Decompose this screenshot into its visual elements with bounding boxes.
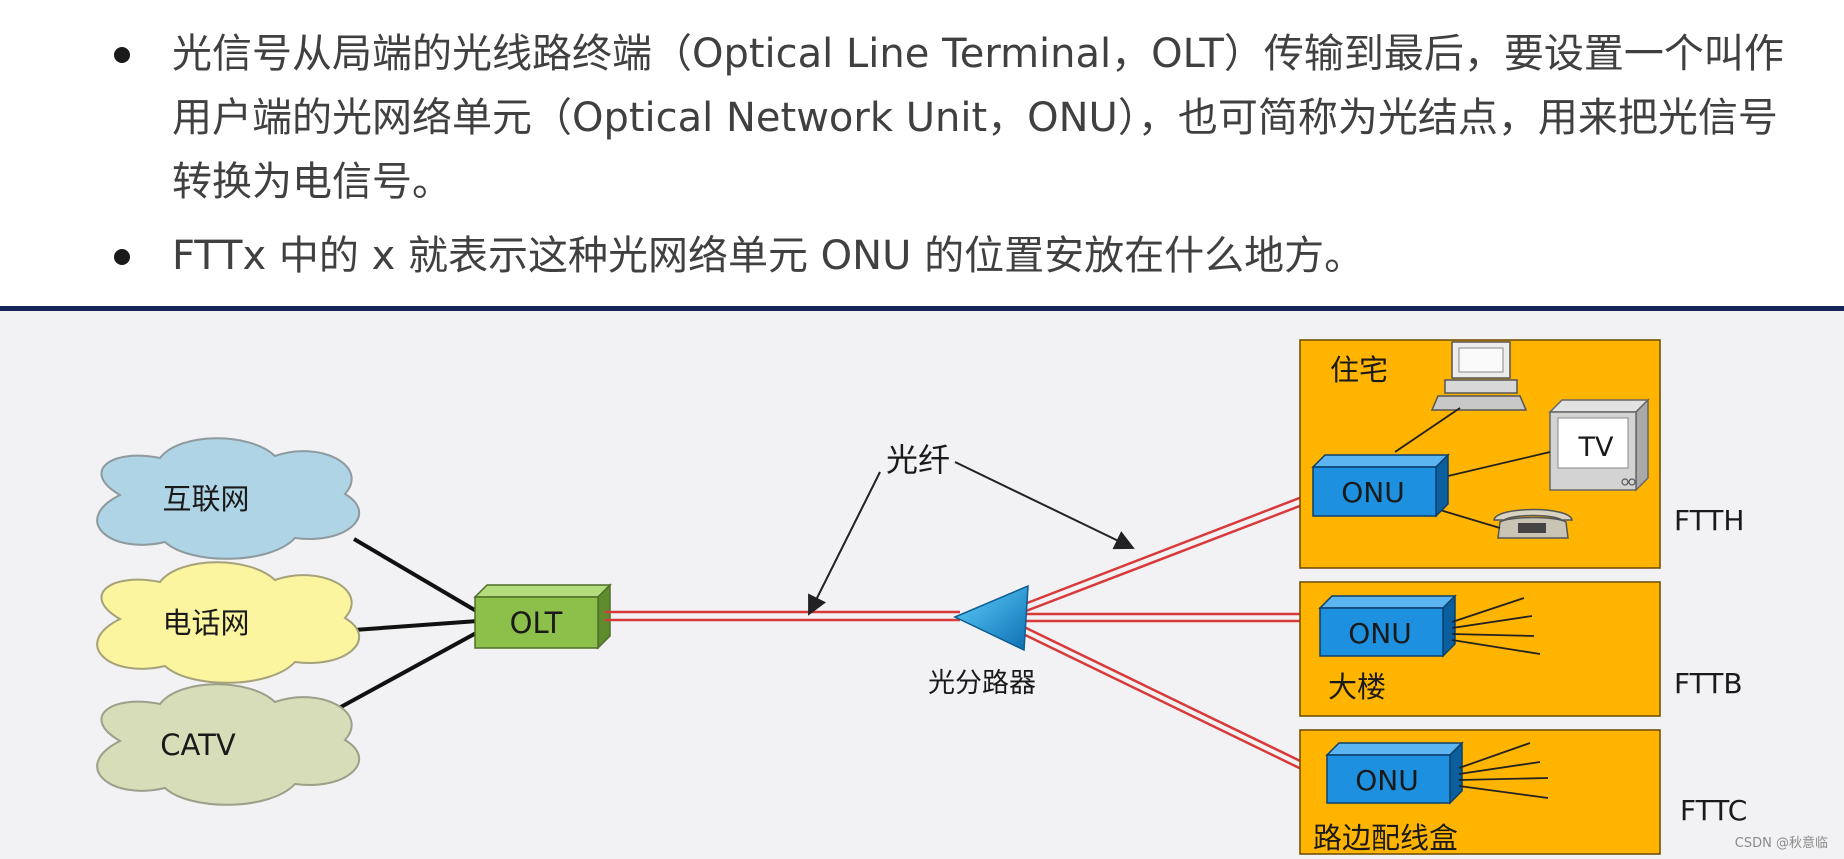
premise-fttb-name: 大楼 — [1328, 670, 1386, 704]
type-fttc: FTTC — [1680, 794, 1747, 827]
bullet-olt-onu: 光信号从局端的光线路终端（Optical Line Terminal，OLT）传… — [110, 22, 1790, 214]
link-onu-telephone — [1439, 509, 1501, 529]
computer-icon — [1430, 341, 1528, 411]
link-internet-olt — [352, 537, 480, 614]
fiber-label: 光纤 — [886, 441, 950, 479]
fttb-drop-lines — [1451, 597, 1541, 655]
cloud-catv-label: CATV — [160, 728, 236, 762]
bullet-fttx: FTTx 中的 x 就表示这种光网络单元 ONU 的位置安放在什么地方。 — [110, 224, 1790, 288]
splitter-label: 光分路器 — [928, 668, 1036, 699]
divider-rule — [0, 306, 1844, 311]
telephone-icon — [1493, 508, 1573, 539]
fttc-drop-lines — [1458, 742, 1549, 799]
bullet-list: 光信号从局端的光线路终端（Optical Line Terminal，OLT）传… — [110, 22, 1790, 288]
link-phone-olt — [353, 619, 479, 632]
fiber-arrow-left — [808, 471, 881, 616]
premise-ftth: 住宅 TV — [1299, 339, 1661, 569]
fiber-arrow-right — [954, 461, 1135, 550]
splitter-icon — [953, 584, 1029, 652]
fiber-fttb — [1025, 612, 1320, 623]
link-onu-computer — [1394, 407, 1461, 453]
cloud-catv: CATV — [96, 683, 360, 806]
fiber-fttc — [1018, 624, 1326, 781]
tv-icon: TV — [1548, 398, 1650, 492]
fiber-trunk — [605, 610, 960, 622]
onu-fttc-label: ONU — [1355, 764, 1418, 797]
cloud-internet-label: 互联网 — [162, 482, 249, 516]
onu-ftth-label: ONU — [1341, 476, 1404, 509]
premise-fttc-name: 路边配线盒 — [1313, 821, 1458, 855]
fttx-diagram: 互联网 电话网 CATV OLT 光分路器 光纤 住宅 — [0, 311, 1844, 859]
slide-text-area: 光信号从局端的光线路终端（Optical Line Terminal，OLT）传… — [0, 0, 1844, 306]
olt-box: OLT — [473, 583, 612, 650]
type-ftth: FTTH — [1674, 504, 1744, 537]
onu-fttb-label: ONU — [1348, 617, 1411, 650]
cloud-phone: 电话网 — [96, 561, 360, 684]
onu-fttb: ONU — [1318, 594, 1457, 658]
tv-label: TV — [1578, 432, 1614, 463]
link-onu-tv — [1447, 451, 1551, 477]
cloud-phone-label: 电话网 — [162, 606, 249, 640]
premise-fttc: ONU 路边配线盒 — [1299, 729, 1661, 855]
onu-ftth: ONU — [1311, 453, 1450, 518]
watermark: CSDN @秋意临 — [1734, 836, 1828, 851]
premise-fttb: ONU 大楼 — [1299, 581, 1661, 717]
link-catv-olt — [338, 630, 479, 710]
premise-ftth-name: 住宅 — [1330, 353, 1388, 387]
type-fttb: FTTB — [1674, 667, 1743, 700]
olt-label: OLT — [510, 606, 563, 640]
cloud-internet: 互联网 — [96, 437, 360, 560]
onu-fttc: ONU — [1325, 741, 1464, 805]
fiber-ftth — [1021, 490, 1319, 613]
